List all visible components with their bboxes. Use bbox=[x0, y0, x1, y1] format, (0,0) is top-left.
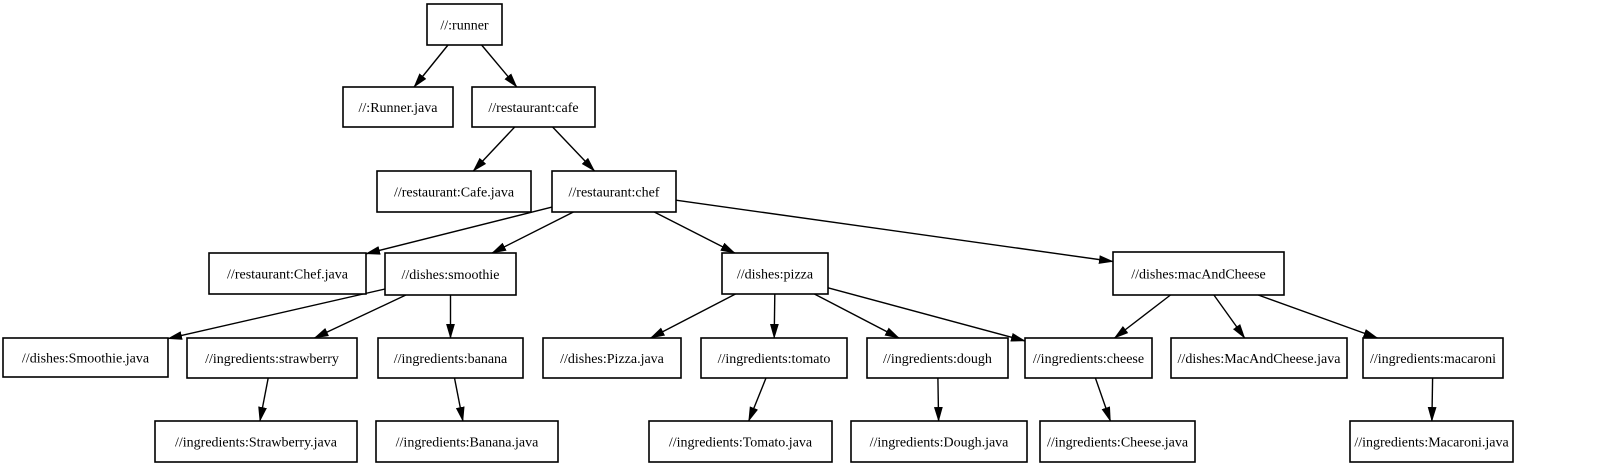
node-label-dough-java: //ingredients:Dough.java bbox=[870, 436, 1010, 451]
node-box-chef bbox=[551, 170, 677, 213]
node-cheese-java: //ingredients:Cheese.java bbox=[1039, 420, 1196, 463]
node-box-mac-and-cheese bbox=[1112, 251, 1285, 296]
node-label-pizza: //dishes:pizza bbox=[737, 268, 814, 283]
node-box-tomato-java bbox=[648, 420, 833, 463]
node-runner: //:runner bbox=[426, 3, 503, 46]
edge-cafe-to-chef bbox=[552, 126, 596, 172]
edge-pizza-to-pizza-java bbox=[649, 293, 736, 339]
node-label-runner-java: //:Runner.java bbox=[359, 101, 439, 116]
node-box-dough bbox=[866, 337, 1009, 379]
node-cafe: //restaurant:cafe bbox=[471, 86, 596, 128]
node-label-mac-and-cheese: //dishes:macAndCheese bbox=[1131, 268, 1266, 283]
node-box-cafe bbox=[471, 86, 596, 128]
edge-mac-and-cheese-to-cheese bbox=[1113, 294, 1171, 339]
node-mac-and-cheese: //dishes:macAndCheese bbox=[1112, 251, 1285, 296]
node-box-tomato bbox=[700, 337, 848, 379]
node-box-smoothie-java bbox=[2, 337, 169, 378]
node-box-cheese-java bbox=[1039, 420, 1196, 463]
node-smoothie-java: //dishes:Smoothie.java bbox=[2, 337, 169, 378]
node-tomato: //ingredients:tomato bbox=[700, 337, 848, 379]
edge-mac-and-cheese-to-macaroni bbox=[1257, 294, 1379, 339]
node-label-strawberry-java: //ingredients:Strawberry.java bbox=[175, 436, 338, 451]
edge-pizza-to-cheese bbox=[827, 287, 1026, 342]
edge-banana-to-banana-java bbox=[453, 377, 465, 422]
node-label-cafe-java: //restaurant:Cafe.java bbox=[394, 186, 515, 201]
node-box-pizza-java bbox=[542, 337, 682, 379]
edge-chef-to-mac-and-cheese bbox=[675, 199, 1114, 264]
edges-layer bbox=[167, 44, 1437, 422]
node-label-tomato: //ingredients:tomato bbox=[718, 352, 831, 367]
node-label-cheese: //ingredients:cheese bbox=[1033, 352, 1144, 367]
node-label-banana-java: //ingredients:Banana.java bbox=[396, 436, 539, 451]
node-box-strawberry-java bbox=[154, 420, 358, 463]
node-label-pizza-java: //dishes:Pizza.java bbox=[560, 352, 665, 367]
edge-pizza-to-dough bbox=[814, 293, 900, 339]
node-pizza: //dishes:pizza bbox=[721, 252, 829, 295]
edge-chef-to-smoothie bbox=[491, 211, 574, 254]
node-banana: //ingredients:banana bbox=[377, 337, 524, 379]
node-label-mac-and-cheese-java: //dishes:MacAndCheese.java bbox=[1178, 352, 1342, 367]
node-label-cafe: //restaurant:cafe bbox=[488, 101, 578, 116]
node-cheese: //ingredients:cheese bbox=[1024, 337, 1153, 379]
edge-runner-to-cafe bbox=[481, 44, 518, 88]
node-label-chef-java: //restaurant:Chef.java bbox=[227, 268, 349, 283]
node-label-banana: //ingredients:banana bbox=[394, 352, 508, 367]
node-label-smoothie-java: //dishes:Smoothie.java bbox=[22, 352, 150, 367]
node-label-macaroni-java: //ingredients:Macaroni.java bbox=[1354, 436, 1509, 451]
node-cafe-java: //restaurant:Cafe.java bbox=[376, 170, 532, 213]
edge-smoothie-to-smoothie-java bbox=[167, 288, 386, 340]
node-box-cafe-java bbox=[376, 170, 532, 213]
node-box-cheese bbox=[1024, 337, 1153, 379]
edge-macaroni-to-macaroni-java bbox=[1427, 377, 1437, 422]
node-banana-java: //ingredients:Banana.java bbox=[375, 420, 559, 463]
node-box-smoothie bbox=[384, 252, 517, 296]
node-box-strawberry bbox=[186, 337, 358, 379]
node-label-smoothie: //dishes:smoothie bbox=[402, 268, 500, 283]
node-strawberry-java: //ingredients:Strawberry.java bbox=[154, 420, 358, 463]
node-box-runner bbox=[426, 3, 503, 46]
node-label-dough: //ingredients:dough bbox=[883, 352, 992, 367]
node-strawberry: //ingredients:strawberry bbox=[186, 337, 358, 379]
node-box-macaroni-java bbox=[1349, 420, 1514, 463]
node-runner-java: //:Runner.java bbox=[342, 86, 454, 128]
nodes-layer: //:runner //:Runner.java //restaurant:cafe… bbox=[2, 3, 1514, 463]
node-box-banana-java bbox=[375, 420, 559, 463]
node-label-tomato-java: //ingredients:Tomato.java bbox=[669, 436, 813, 451]
node-box-macaroni bbox=[1362, 337, 1504, 379]
node-label-strawberry: //ingredients:strawberry bbox=[205, 352, 339, 367]
edge-dough-to-dough-java bbox=[933, 377, 943, 422]
edge-cheese-to-cheese-java bbox=[1094, 377, 1112, 422]
node-box-banana bbox=[377, 337, 524, 379]
edge-pizza-to-tomato bbox=[769, 293, 779, 339]
node-chef: //restaurant:chef bbox=[551, 170, 677, 213]
node-mac-and-cheese-java: //dishes:MacAndCheese.java bbox=[1170, 337, 1348, 379]
edge-strawberry-to-strawberry-java bbox=[258, 377, 269, 422]
edge-smoothie-to-strawberry bbox=[313, 294, 407, 339]
node-macaroni: //ingredients:macaroni bbox=[1362, 337, 1504, 379]
node-box-pizza bbox=[721, 252, 829, 295]
edge-chef-to-pizza bbox=[653, 211, 736, 254]
node-box-runner-java bbox=[342, 86, 454, 128]
node-label-chef: //restaurant:chef bbox=[569, 186, 660, 201]
edge-tomato-to-tomato-java bbox=[748, 377, 767, 422]
node-label-runner: //:runner bbox=[440, 19, 489, 34]
node-box-mac-and-cheese-java bbox=[1170, 337, 1348, 379]
node-label-macaroni: //ingredients:macaroni bbox=[1370, 352, 1496, 367]
node-pizza-java: //dishes:Pizza.java bbox=[542, 337, 682, 379]
edge-runner-to-runner-java bbox=[413, 44, 449, 88]
node-box-chef-java bbox=[208, 252, 367, 295]
node-box-dough-java bbox=[850, 420, 1028, 463]
node-dough: //ingredients:dough bbox=[866, 337, 1009, 379]
node-chef-java: //restaurant:Chef.java bbox=[208, 252, 367, 295]
node-smoothie: //dishes:smoothie bbox=[384, 252, 517, 296]
edge-mac-and-cheese-to-mac-and-cheese-java bbox=[1213, 294, 1246, 339]
edge-cafe-to-cafe-java bbox=[472, 126, 516, 172]
node-macaroni-java: //ingredients:Macaroni.java bbox=[1349, 420, 1514, 463]
edge-chef-to-chef-java bbox=[365, 206, 553, 255]
node-label-cheese-java: //ingredients:Cheese.java bbox=[1047, 436, 1189, 451]
node-dough-java: //ingredients:Dough.java bbox=[850, 420, 1028, 463]
node-tomato-java: //ingredients:Tomato.java bbox=[648, 420, 833, 463]
